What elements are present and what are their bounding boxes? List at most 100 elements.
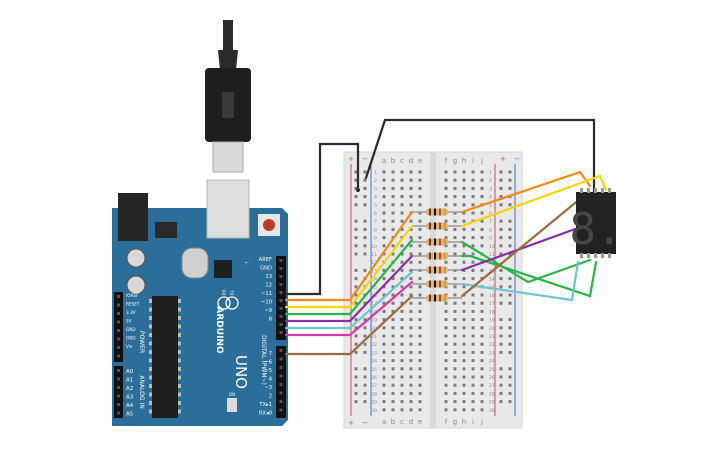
breadboard-hole[interactable] — [480, 350, 484, 354]
breadboard-hole[interactable] — [471, 252, 475, 256]
breadboard-hole[interactable] — [418, 326, 422, 330]
header-pin[interactable] — [279, 383, 283, 386]
breadboard-hole[interactable] — [418, 170, 422, 174]
rail-hole[interactable] — [508, 186, 512, 190]
rail-hole[interactable] — [499, 285, 503, 289]
breadboard-hole[interactable] — [480, 186, 484, 190]
breadboard-hole[interactable] — [391, 375, 395, 379]
rail-hole[interactable] — [499, 301, 503, 305]
rail-hole[interactable] — [508, 334, 512, 338]
breadboard-hole[interactable] — [418, 285, 422, 289]
breadboard-hole[interactable] — [462, 383, 466, 387]
breadboard-hole[interactable] — [400, 318, 404, 322]
rail-hole[interactable] — [354, 350, 358, 354]
breadboard-hole[interactable] — [462, 219, 466, 223]
breadboard-hole[interactable] — [480, 318, 484, 322]
breadboard-hole[interactable] — [462, 342, 466, 346]
rail-hole[interactable] — [499, 219, 503, 223]
breadboard-hole[interactable] — [471, 408, 475, 412]
rail-hole[interactable] — [354, 186, 358, 190]
breadboard-hole[interactable] — [382, 350, 386, 354]
breadboard-hole[interactable] — [391, 186, 395, 190]
rail-hole[interactable] — [499, 203, 503, 207]
resistor-body[interactable] — [426, 266, 448, 274]
breadboard-hole[interactable] — [462, 285, 466, 289]
breadboard-hole[interactable] — [418, 203, 422, 207]
rail-hole[interactable] — [508, 391, 512, 395]
breadboard-hole[interactable] — [409, 400, 413, 404]
breadboard-hole[interactable] — [462, 350, 466, 354]
rail-hole[interactable] — [363, 227, 367, 231]
breadboard-hole[interactable] — [462, 326, 466, 330]
breadboard-hole[interactable] — [480, 211, 484, 215]
breadboard-hole[interactable] — [409, 227, 413, 231]
breadboard-hole[interactable] — [418, 293, 422, 297]
rail-hole[interactable] — [508, 236, 512, 240]
breadboard-hole[interactable] — [418, 244, 422, 248]
breadboard-hole[interactable] — [471, 211, 475, 215]
rail-hole[interactable] — [508, 400, 512, 404]
breadboard-hole[interactable] — [409, 178, 413, 182]
rail-hole[interactable] — [508, 342, 512, 346]
breadboard-hole[interactable] — [382, 170, 386, 174]
breadboard-hole[interactable] — [400, 203, 404, 207]
breadboard-hole[interactable] — [480, 244, 484, 248]
rail-hole[interactable] — [363, 186, 367, 190]
display-pin[interactable] — [587, 253, 590, 258]
rail-hole[interactable] — [508, 227, 512, 231]
breadboard-hole[interactable] — [453, 252, 457, 256]
breadboard-hole[interactable] — [462, 227, 466, 231]
breadboard-hole[interactable] — [400, 367, 404, 371]
rail-hole[interactable] — [508, 383, 512, 387]
breadboard-hole[interactable] — [400, 334, 404, 338]
breadboard-hole[interactable] — [480, 383, 484, 387]
rail-hole[interactable] — [499, 375, 503, 379]
breadboard-hole[interactable] — [480, 391, 484, 395]
rail-hole[interactable] — [354, 227, 358, 231]
breadboard-hole[interactable] — [453, 318, 457, 322]
breadboard-hole[interactable] — [480, 326, 484, 330]
breadboard-hole[interactable] — [453, 219, 457, 223]
rail-hole[interactable] — [508, 252, 512, 256]
breadboard-hole[interactable] — [382, 408, 386, 412]
breadboard-hole[interactable] — [444, 170, 448, 174]
rail-hole[interactable] — [363, 391, 367, 395]
breadboard-hole[interactable] — [471, 293, 475, 297]
breadboard-hole[interactable] — [409, 334, 413, 338]
breadboard-hole[interactable] — [400, 178, 404, 182]
breadboard-hole[interactable] — [400, 186, 404, 190]
breadboard-hole[interactable] — [444, 318, 448, 322]
breadboard-hole[interactable] — [462, 252, 466, 256]
breadboard-hole[interactable] — [418, 211, 422, 215]
header-pin[interactable] — [279, 357, 283, 361]
resistor-body[interactable] — [426, 208, 448, 216]
breadboard-hole[interactable] — [409, 260, 413, 264]
breadboard-hole[interactable] — [480, 268, 484, 272]
breadboard-hole[interactable] — [453, 178, 457, 182]
display-pin[interactable] — [601, 188, 604, 193]
breadboard-hole[interactable] — [409, 408, 413, 412]
breadboard-hole[interactable] — [453, 350, 457, 354]
resistor-body[interactable] — [426, 252, 448, 260]
breadboard-hole[interactable] — [382, 293, 386, 297]
header-pin[interactable] — [117, 411, 120, 415]
breadboard-hole[interactable] — [382, 203, 386, 207]
breadboard-hole[interactable] — [480, 170, 484, 174]
breadboard-hole[interactable] — [409, 268, 413, 272]
rail-hole[interactable] — [508, 203, 512, 207]
breadboard-hole[interactable] — [471, 170, 475, 174]
rail-hole[interactable] — [363, 334, 367, 338]
breadboard-hole[interactable] — [409, 170, 413, 174]
breadboard-hole[interactable] — [453, 211, 457, 215]
breadboard-hole[interactable] — [480, 301, 484, 305]
breadboard-hole[interactable] — [462, 211, 466, 215]
rail-hole[interactable] — [354, 334, 358, 338]
header-pin[interactable] — [279, 366, 283, 369]
breadboard-hole[interactable] — [480, 219, 484, 223]
breadboard-hole[interactable] — [462, 244, 466, 248]
rail-hole[interactable] — [499, 236, 503, 240]
breadboard-hole[interactable] — [462, 178, 466, 182]
breadboard-hole[interactable] — [453, 186, 457, 190]
breadboard-hole[interactable] — [444, 244, 448, 248]
rail-hole[interactable] — [499, 293, 503, 297]
